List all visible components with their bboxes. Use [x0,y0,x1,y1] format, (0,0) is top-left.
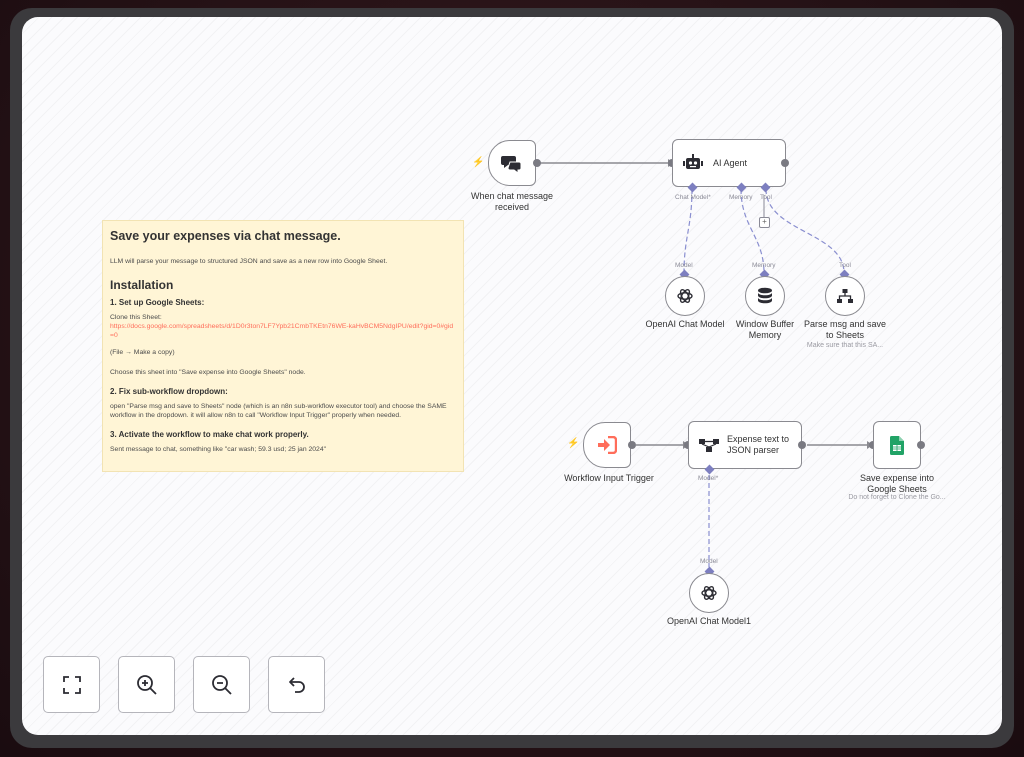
note-step1-clone: Clone this Sheet:https://docs.google.com… [110,314,454,339]
zoom-in-button[interactable] [118,656,175,713]
note-step1-choose: Choose this sheet into "Save expense int… [110,369,306,376]
fullscreen-icon [62,675,81,694]
connections [540,159,873,567]
node-expense-json-parser[interactable]: Expense text to JSON parser [688,421,802,469]
note-step2-text: open "Parse msg and save to Sheets" node… [110,403,447,419]
node-openai-chat-model1[interactable] [689,573,729,613]
chat-trigger-label: When chat message received [470,191,554,212]
port-label-tool-in: Tool [839,262,851,269]
note-step1-title: 1. Set up Google Sheets: [110,298,205,307]
output-port[interactable] [798,441,806,449]
ai-agent-label: AI Agent [713,157,748,168]
openai-icon [701,586,717,600]
edge-chatmodel [683,188,693,274]
workflow-canvas[interactable]: ⚡ When chat message received AI Agent Ch… [22,17,1002,735]
database-icon [758,287,772,304]
port-label-chat-model: Chat Model* [675,194,711,201]
chat-bubbles-icon [501,156,522,173]
window-memory-label: Window Buffer Memory [735,319,795,340]
zoom-out-icon [211,674,232,695]
flow-icon [699,439,719,452]
robot-icon [683,154,703,169]
node-window-buffer-memory[interactable] [745,276,785,316]
note-intro: LLM will parse your message to structure… [110,258,388,265]
port-label-model-req: Model* [698,475,719,482]
node-ai-agent[interactable]: AI Agent [672,139,786,187]
note-step3-text: Sent message to chat, something like "ca… [110,446,327,453]
sign-in-icon [598,436,617,454]
parse-tool-subtitle: Make sure that this SA... [806,342,884,349]
sheet-link[interactable]: https://docs.google.com/spreadsheets/d/1… [110,323,454,339]
edge-tool [765,188,845,274]
node-parse-msg-tool[interactable] [825,276,865,316]
note-step1-copy: (File → Make a copy) [110,349,175,356]
sticky-note[interactable]: Save your expenses via chat message. LLM… [102,220,464,472]
save-sheets-subtitle: Do not forget to Clone the Go... [848,494,946,501]
output-port[interactable] [533,159,541,167]
port-label-tool: Tool [760,194,772,201]
node-chat-trigger[interactable] [488,140,536,186]
note-installation-heading: Installation [110,278,174,292]
port-label-memory: Memory [729,194,753,201]
output-port[interactable] [917,441,925,449]
json-parser-label: Expense text to JSON parser [727,434,790,455]
openai-chat1-label: OpenAI Chat Model1 [666,616,752,626]
sitemap-icon [837,289,853,303]
parse-tool-label: Parse msg and save to Sheets [803,319,887,340]
openai-chat-label: OpenAI Chat Model [645,319,725,329]
openai-icon [677,289,693,303]
save-sheets-label: Save expense into Google Sheets [859,473,935,494]
node-save-google-sheets[interactable] [873,421,921,469]
note-title: Save your expenses via chat message. [110,229,341,243]
port-label-model1: Model [700,558,718,565]
output-port[interactable] [628,441,636,449]
trigger-bolt-icon: ⚡ [567,438,580,449]
reset-zoom-button[interactable] [268,656,325,713]
trigger-bolt-icon: ⚡ [472,157,485,168]
node-workflow-input-trigger[interactable] [583,422,631,468]
fit-view-button[interactable] [43,656,100,713]
add-tool-button[interactable]: + [759,217,770,228]
output-port[interactable] [781,159,789,167]
zoom-in-icon [136,674,157,695]
note-step3-title: 3. Activate the workflow to make chat wo… [110,430,309,439]
undo-icon [288,676,305,693]
edge-memory [740,188,765,274]
port-label-model: Model [675,262,693,269]
zoom-out-button[interactable] [193,656,250,713]
port-label-memory-in: Memory [752,262,776,269]
note-step2-title: 2. Fix sub-workflow dropdown: [110,387,228,396]
node-openai-chat-model[interactable] [665,276,705,316]
google-sheets-icon [890,435,904,455]
workflow-trigger-label: Workflow Input Trigger [564,473,654,483]
